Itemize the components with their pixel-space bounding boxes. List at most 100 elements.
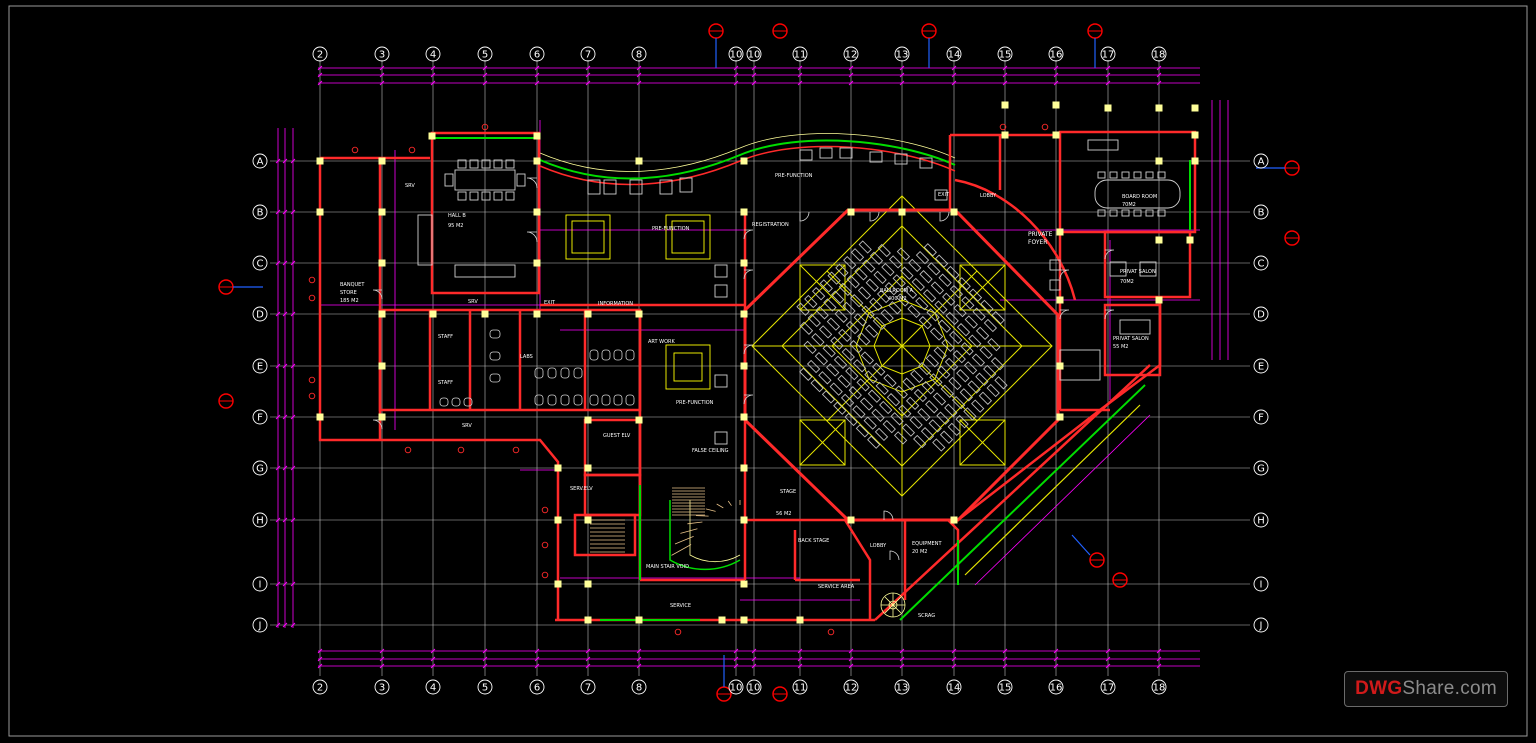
- grid-bubble-row-A: A: [252, 153, 268, 169]
- room-label-private-salon-1: PRIVAT SALON: [1120, 269, 1156, 275]
- grid-bubble-circle: [374, 679, 390, 695]
- dimension-tick: [317, 65, 323, 71]
- dimension-tick: [282, 209, 288, 215]
- dimension-tick: [482, 656, 488, 662]
- ballroom-seating: [796, 240, 1008, 452]
- grid-bubble-col-8: 8: [631, 46, 647, 62]
- grid-bubble-circle: [1048, 46, 1064, 62]
- section-marker: [1284, 230, 1300, 246]
- structural-column: [378, 259, 386, 267]
- watermark-part-1: DWG: [1355, 678, 1403, 699]
- grid-bubble-label: 7: [585, 50, 591, 61]
- grid-bubble-label: 15: [999, 50, 1012, 61]
- ballroom-seat-row: [967, 380, 981, 394]
- dimension-tick: [430, 656, 436, 662]
- room-label-hall-a: BALLROOM A: [880, 288, 914, 294]
- grid-bubble-row-H: H: [1253, 512, 1269, 528]
- dimension-tick: [290, 622, 296, 628]
- ballroom-seat-row: [937, 319, 952, 333]
- ballroom-seat-row: [902, 377, 916, 391]
- ballroom-seat-row: [947, 422, 961, 437]
- door-swing: [1104, 309, 1115, 320]
- ballroom-seat-row: [956, 369, 970, 383]
- section-marker: [772, 686, 788, 702]
- dimension-tick: [751, 648, 757, 654]
- door-swing: [526, 231, 538, 243]
- stair-tread: [680, 528, 698, 534]
- grid-bubble-row-F: F: [252, 409, 268, 425]
- grid-bubble-label: 10: [730, 683, 743, 694]
- toilet-fixture: [573, 367, 583, 379]
- structural-column: [378, 310, 386, 318]
- door-swing: [1104, 249, 1115, 260]
- room-label-back-stage: BACK STAGE: [798, 538, 829, 544]
- ballroom-seat-row: [867, 389, 882, 403]
- ballroom-seat-row: [799, 367, 813, 381]
- curved-facade: [539, 133, 956, 186]
- ballroom-seat-row: [858, 240, 872, 254]
- dimension-tick: [534, 663, 540, 669]
- dimension-tick: [751, 80, 757, 86]
- grid-bubble-label: F: [1258, 413, 1264, 424]
- grid-bubble-circle: [1048, 679, 1064, 695]
- dimension-tick: [1156, 663, 1162, 669]
- dimension-tick: [282, 581, 288, 587]
- structural-column: [1155, 236, 1163, 244]
- toilet-fixture: [573, 394, 583, 406]
- ballroom-seat-row: [860, 351, 875, 365]
- grid-bubble-label: 15: [999, 683, 1012, 694]
- grid-tag: [999, 123, 1007, 131]
- dimension-tick: [951, 656, 957, 662]
- grid-bubble-circle: [252, 576, 268, 592]
- dimension-tick: [430, 663, 436, 669]
- toilet-fixture: [489, 351, 501, 361]
- ballroom-seat-row: [911, 277, 925, 292]
- ballroom-seat-row: [823, 298, 837, 312]
- grid-bubble-label: 14: [948, 683, 961, 694]
- ballroom-seat-row: [818, 325, 833, 339]
- ballroom-seat-row: [838, 282, 853, 297]
- structural-column: [316, 413, 324, 421]
- ballroom-seat-row: [934, 254, 949, 268]
- ballroom-seat-row: [842, 301, 856, 316]
- grid-bubble-label: A: [1258, 157, 1265, 168]
- structural-column: [316, 208, 324, 216]
- dimension-tick: [275, 581, 281, 587]
- grid-bubble-circle: [946, 46, 962, 62]
- dimension-tick: [899, 648, 905, 654]
- ballroom-seat-row: [932, 438, 946, 452]
- dimension-tick: [275, 158, 281, 164]
- structural-column: [740, 516, 748, 524]
- room-label-stage: STAGE: [780, 489, 796, 495]
- grid-bubble-col-17: 17: [1100, 679, 1116, 695]
- dimension-tick: [899, 65, 905, 71]
- toilet-fixture: [613, 394, 623, 406]
- toilet-fixture: [613, 349, 623, 361]
- dimension-tick: [275, 209, 281, 215]
- ballroom-seat-row: [892, 274, 906, 288]
- spiral-stair: [880, 592, 906, 618]
- ballroom-seat-row: [880, 308, 894, 323]
- grid-bubble-circle: [946, 679, 962, 695]
- room-label-lobby-2: LOBBY: [980, 193, 997, 199]
- room-label-banquet: BANQUET: [340, 282, 365, 288]
- grid-bubble-circle: [1100, 46, 1116, 62]
- ballroom-seat-row: [971, 353, 986, 367]
- ballroom-seat-row: [983, 364, 997, 379]
- grid-bubble-row-F: F: [1253, 409, 1269, 425]
- grid-bubble-col-15: 15: [997, 679, 1013, 695]
- grid-bubble-col-10: 10: [728, 679, 744, 695]
- dimension-ticks: [275, 65, 1162, 669]
- grid-bubble-label: 3: [379, 50, 385, 61]
- dimension-tick: [797, 80, 803, 86]
- grid-bubble-col-13: 13: [894, 679, 910, 695]
- structural-column: [898, 208, 906, 216]
- grid-tag: [827, 628, 835, 636]
- ballroom-seat-row: [876, 289, 891, 304]
- structural-column: [847, 516, 855, 524]
- ballroom-seat-row: [855, 424, 870, 438]
- dimension-tick: [290, 581, 296, 587]
- dimension-tick: [585, 72, 591, 78]
- grid-bubble-circle: [252, 306, 268, 322]
- watermark-logo: DWGShare.com: [1344, 671, 1508, 707]
